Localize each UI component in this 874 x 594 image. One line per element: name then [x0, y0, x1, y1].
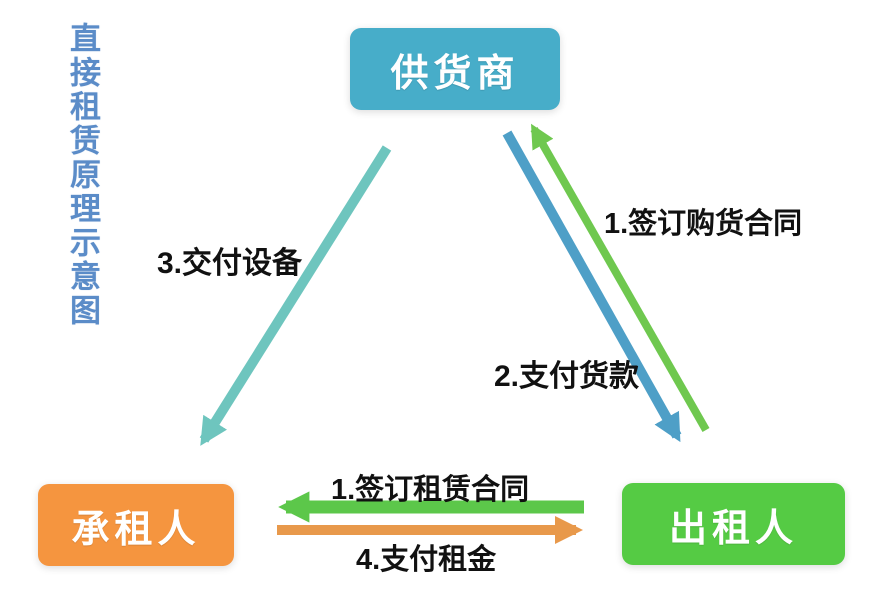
label-deliver-equipment: 3.交付设备: [157, 247, 303, 280]
arrow-deliver-equipment: [199, 145, 392, 446]
node-lessor: 出租人: [622, 483, 845, 565]
diagram-title: 直接租赁原理示意图: [65, 22, 100, 328]
arrow-sign-purchase-contract: [530, 123, 710, 432]
label-sign-purchase-contract: 1.签订购货合同: [604, 208, 803, 240]
label-pay-for-goods: 2.支付货款: [494, 360, 640, 393]
label-pay-rent: 4.支付租金: [356, 544, 497, 576]
node-supplier: 供货商: [350, 28, 560, 110]
arrow-pay-for-goods: [502, 130, 682, 443]
node-lessee: 承租人: [38, 484, 234, 566]
label-sign-lease-contract: 1.签订租赁合同: [331, 474, 530, 506]
